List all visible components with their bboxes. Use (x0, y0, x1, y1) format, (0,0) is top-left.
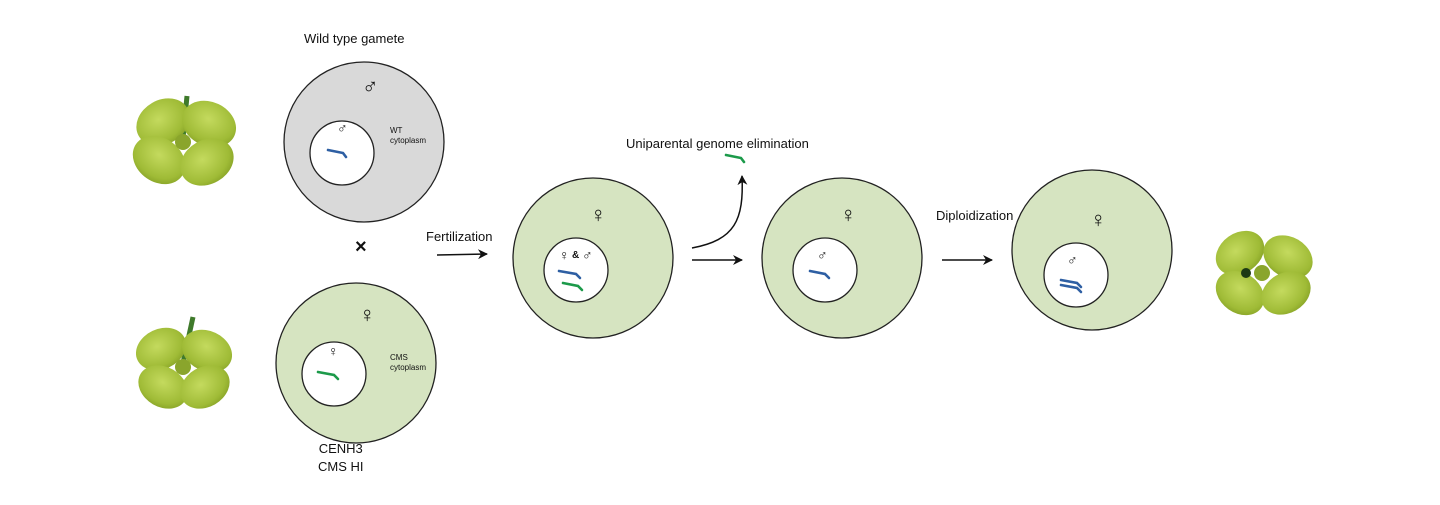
wild-type-gamete-cell (283, 61, 445, 223)
male-symbol-zygote-nucleus: ♂ (582, 247, 593, 263)
maternal-chromosome (561, 281, 584, 292)
zygote-cell (512, 177, 674, 339)
female-symbol-cms-nucleus: ♀ (328, 343, 339, 359)
fertilization-arrow (436, 249, 488, 260)
female-symbol-zygote-cell: ♀ (590, 202, 607, 227)
wild-type-gamete-title: Wild type gamete (304, 31, 405, 46)
female-symbol-zygote-nucleus: ♀ (559, 247, 570, 263)
female-symbol-haploid-cell: ♀ (840, 202, 857, 227)
flower-wild-type (132, 95, 237, 186)
paternal-chromosome-copy (1059, 283, 1083, 294)
elimination-arrow (691, 175, 748, 249)
elimination-label: Uniparental genome elimination (626, 136, 809, 151)
fertilization-label: Fertilization (426, 229, 493, 244)
eliminated-chromosome (724, 153, 746, 164)
male-symbol-wt-cell: ♂ (362, 74, 379, 99)
male-symbol-haploid-nucleus: ♂ (817, 247, 828, 263)
male-symbol-doubled-nucleus: ♂ (1067, 252, 1078, 268)
flower-result (1215, 230, 1313, 316)
flower-cms (135, 316, 233, 409)
paternal-chromosome (326, 148, 348, 159)
cms-gamete-cell (275, 282, 437, 444)
doubled-haploid-cell (1011, 169, 1173, 331)
female-symbol-doubled-cell: ♀ (1090, 207, 1107, 232)
cms-genotype-label: CENH3 CMS HI (318, 441, 364, 474)
haploid-cell (761, 177, 923, 339)
female-symbol-cms-cell: ♀ (359, 302, 376, 327)
maternal-chromosome (316, 370, 340, 381)
paternal-chromosome (808, 269, 831, 280)
paternal-chromosome (557, 269, 582, 280)
wt-cytoplasm-label: WT cytoplasm (390, 126, 427, 145)
cross-symbol: × (355, 236, 367, 258)
paternal-chromosome (1059, 278, 1083, 289)
ampersand: & (572, 250, 580, 261)
cms-cytoplasm-label: CMS cytoplasm (390, 353, 427, 372)
diploidization-label: Diploidization (936, 208, 1014, 223)
male-symbol-wt-nucleus: ♂ (337, 120, 348, 136)
